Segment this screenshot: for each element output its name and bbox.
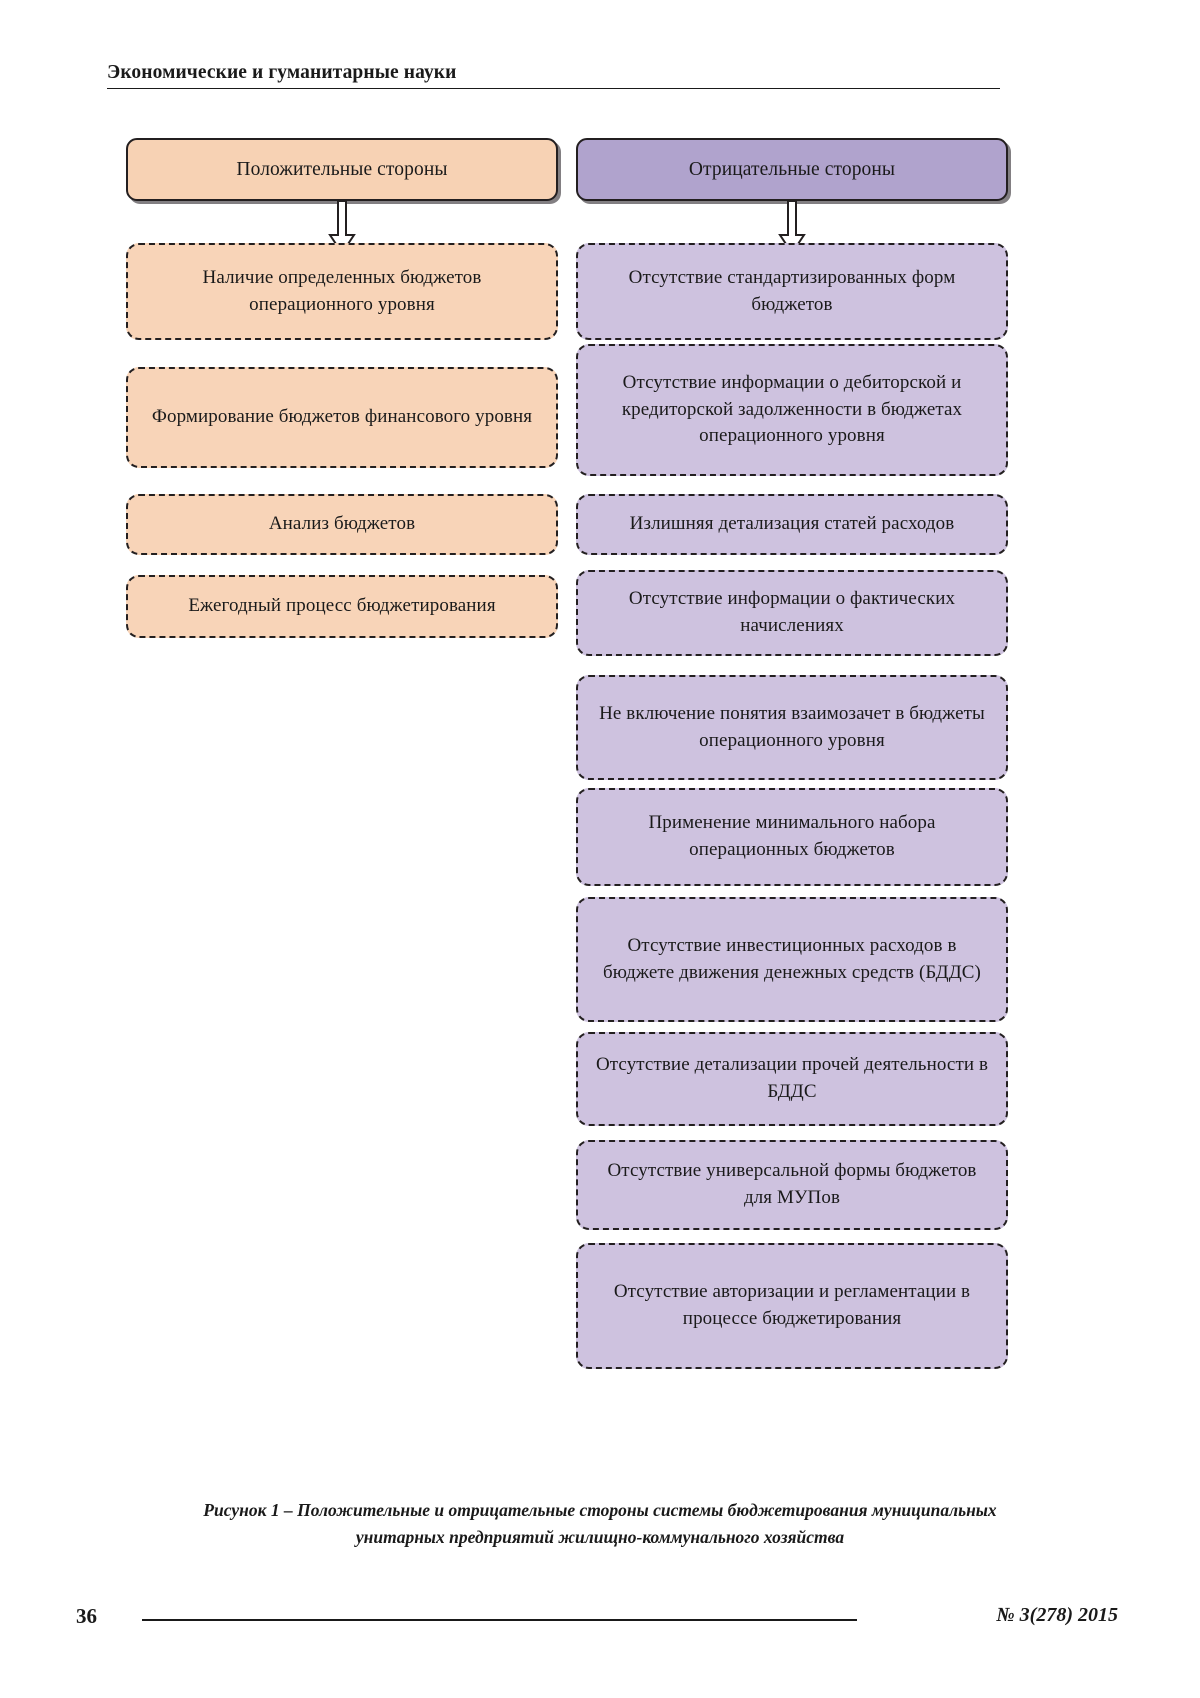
node-positive-4-label: Ежегодный процесс бюджетирования bbox=[188, 595, 496, 617]
issue-number: № 3(278) 2015 bbox=[996, 1604, 1118, 1626]
node-positive-3-label: Анализ бюджетов bbox=[268, 513, 416, 535]
footer-divider bbox=[142, 1619, 857, 1621]
node-negative-6-label: Применение минимального набора операцион… bbox=[648, 812, 936, 860]
node-negative-3-label: Излишняя детализация статей расходов bbox=[629, 513, 955, 535]
node-negative-10: Отсутствие авторизации и регламентации в… bbox=[576, 1243, 1008, 1369]
running-head: Экономические и гуманитарные науки bbox=[107, 62, 1000, 84]
node-positive-1: Наличие определенных бюджетов операционн… bbox=[126, 243, 558, 340]
node-negative-2-label: Отсутствие информации о дебиторской и кр… bbox=[621, 371, 963, 447]
page-footer: 36 № 3(278) 2015 bbox=[0, 1604, 1200, 1644]
column-header-positive: Положительные стороны bbox=[126, 138, 558, 201]
node-negative-8: Отсутствие детализации прочей деятельнос… bbox=[576, 1032, 1008, 1126]
node-negative-5-label: Не включение понятия взаимозачет в бюдже… bbox=[599, 702, 985, 751]
node-negative-3: Излишняя детализация статей расходов bbox=[576, 494, 1008, 555]
node-negative-7-label: Отсутствие инвестиционных расходов в бюд… bbox=[603, 934, 981, 983]
node-negative-1: Отсутствие стандартизированных форм бюдж… bbox=[576, 243, 1008, 340]
node-negative-4: Отсутствие информации о фактических начи… bbox=[576, 570, 1008, 656]
node-negative-5: Не включение понятия взаимозачет в бюдже… bbox=[576, 675, 1008, 780]
running-head-divider bbox=[107, 88, 1000, 89]
running-head-title: Экономические и гуманитарные науки bbox=[107, 62, 457, 83]
page-number: 36 bbox=[76, 1604, 97, 1628]
figure-caption-line-2: унитарных предприятий жилищно-коммунальн… bbox=[355, 1527, 845, 1548]
node-negative-10-label: Отсутствие авторизации и регламентации в… bbox=[613, 1281, 971, 1329]
node-negative-9-label: Отсутствие универсальной формы бюджетов … bbox=[607, 1160, 977, 1208]
node-positive-3: Анализ бюджетов bbox=[126, 494, 558, 555]
node-negative-2: Отсутствие информации о дебиторской и кр… bbox=[576, 344, 1008, 476]
column-header-negative-label: Отрицательные стороны bbox=[688, 158, 896, 180]
column-header-positive-label: Положительные стороны bbox=[236, 158, 448, 180]
figure-caption-line-1: Рисунок 1 – Положительные и отрицательны… bbox=[203, 1500, 997, 1520]
node-negative-7: Отсутствие инвестиционных расходов в бюд… bbox=[576, 897, 1008, 1022]
node-positive-2-label: Формирование бюджетов финансового уровня bbox=[151, 406, 533, 428]
node-negative-9: Отсутствие универсальной формы бюджетов … bbox=[576, 1140, 1008, 1230]
figure-caption: Рисунок 1 – Положительные и отрицательны… bbox=[120, 1497, 1080, 1551]
column-header-negative: Отрицательные стороны bbox=[576, 138, 1008, 201]
node-negative-4-label: Отсутствие информации о фактических начи… bbox=[628, 588, 956, 636]
node-positive-1-label: Наличие определенных бюджетов операционн… bbox=[202, 266, 482, 315]
node-negative-1-label: Отсутствие стандартизированных форм бюдж… bbox=[628, 266, 956, 315]
node-positive-2: Формирование бюджетов финансового уровня bbox=[126, 367, 558, 468]
node-positive-4: Ежегодный процесс бюджетирования bbox=[126, 575, 558, 638]
node-negative-8-label: Отсутствие детализации прочей деятельнос… bbox=[595, 1054, 989, 1102]
figure-diagram: Положительные стороны Наличие определенн… bbox=[126, 138, 1008, 1369]
node-negative-6: Применение минимального набора операцион… bbox=[576, 788, 1008, 886]
